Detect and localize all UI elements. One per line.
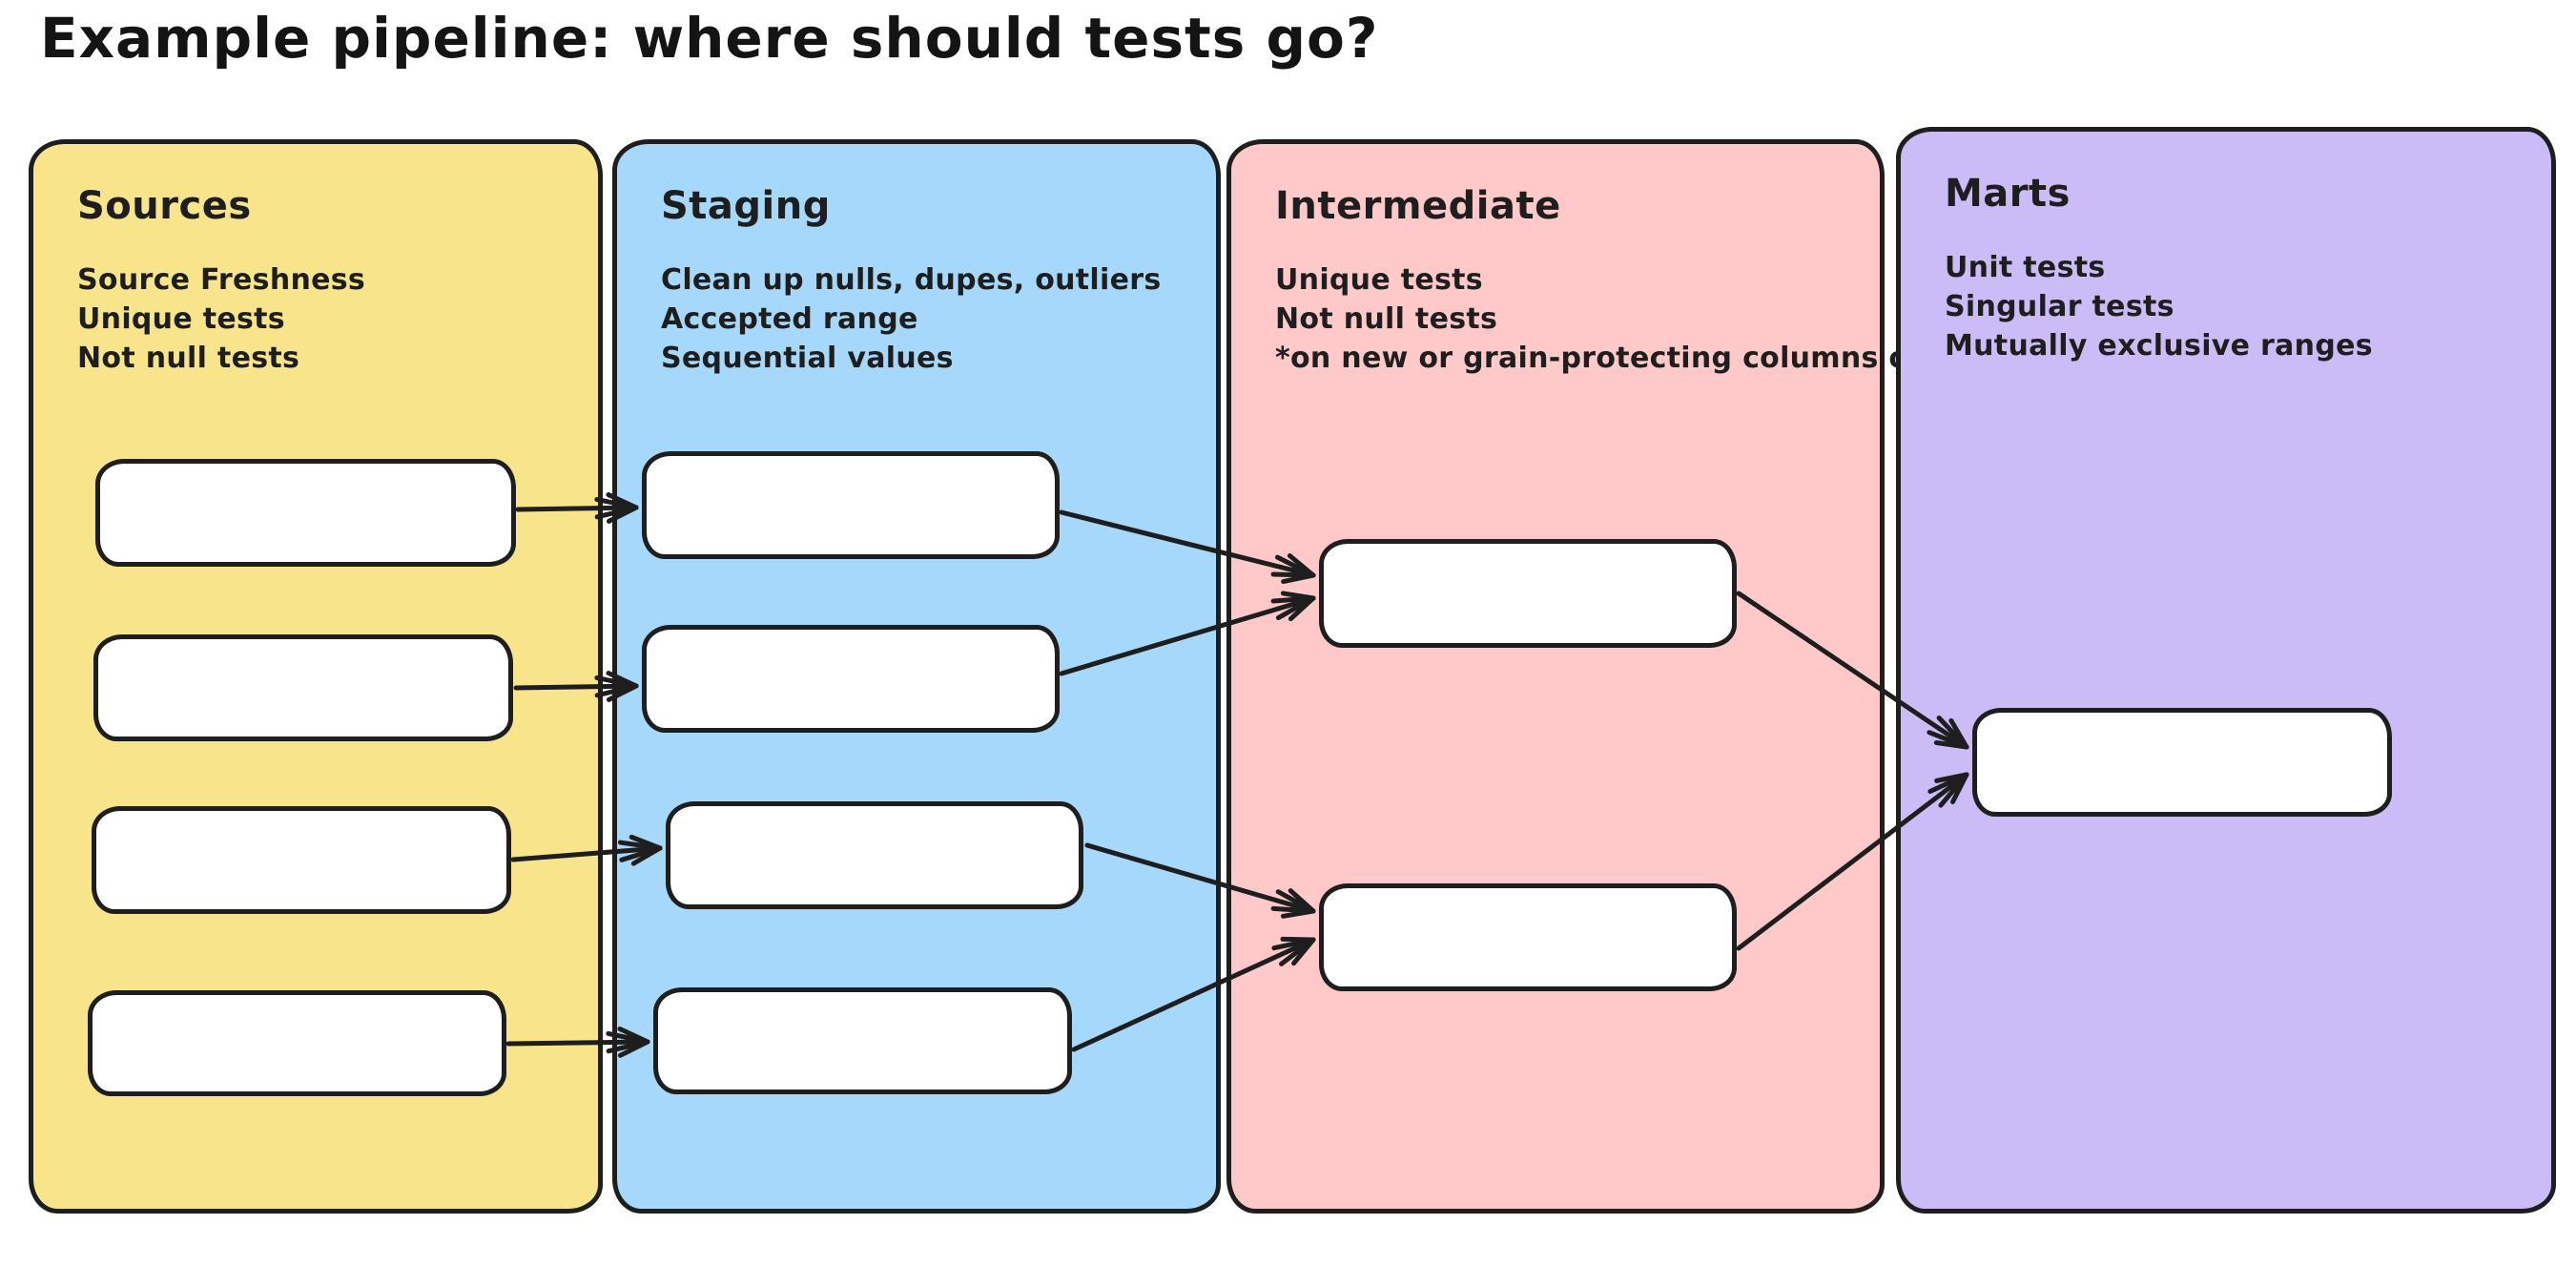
model-box-s2 [93, 634, 513, 741]
column-marts-note: Mutually exclusive ranges [1945, 329, 2373, 363]
column-staging-note: Clean up nulls, dupes, outliers [661, 263, 1162, 297]
column-marts-title: Marts [1945, 172, 2071, 216]
model-box-s3 [92, 806, 511, 914]
model-box-t1 [642, 451, 1060, 559]
column-sources-note: Not null tests [77, 342, 300, 375]
column-staging-title: Staging [661, 184, 831, 228]
model-box-t4 [653, 987, 1072, 1094]
column-intermediate: Intermediate Unique tests Not null tests… [1226, 139, 1959, 1214]
column-intermediate-note: Not null tests [1275, 302, 1498, 336]
diagram-title: Example pipeline: where should tests go? [40, 6, 1379, 71]
model-box-s4 [88, 990, 506, 1096]
column-intermediate-note: Unique tests [1275, 263, 1483, 297]
model-box-t3 [666, 801, 1083, 909]
column-sources-note: Unique tests [77, 302, 285, 336]
column-marts-note: Singular tests [1945, 290, 2174, 323]
model-box-m1 [1972, 708, 2392, 817]
column-marts: Marts Unit tests Singular tests Mutually… [1896, 127, 2556, 1214]
column-sources-title: Sources [77, 184, 252, 228]
column-intermediate-title: Intermediate [1275, 184, 1561, 228]
model-box-i2 [1319, 883, 1737, 991]
model-box-s1 [95, 459, 516, 567]
column-intermediate-note: *on new or grain-protecting columns only [1275, 342, 1959, 375]
column-sources-note: Source Freshness [77, 263, 366, 297]
model-box-i1 [1319, 539, 1737, 648]
column-staging-note: Accepted range [661, 302, 918, 336]
column-marts-note: Unit tests [1945, 251, 2106, 284]
column-staging-note: Sequential values [661, 342, 954, 375]
model-box-t2 [642, 625, 1060, 733]
